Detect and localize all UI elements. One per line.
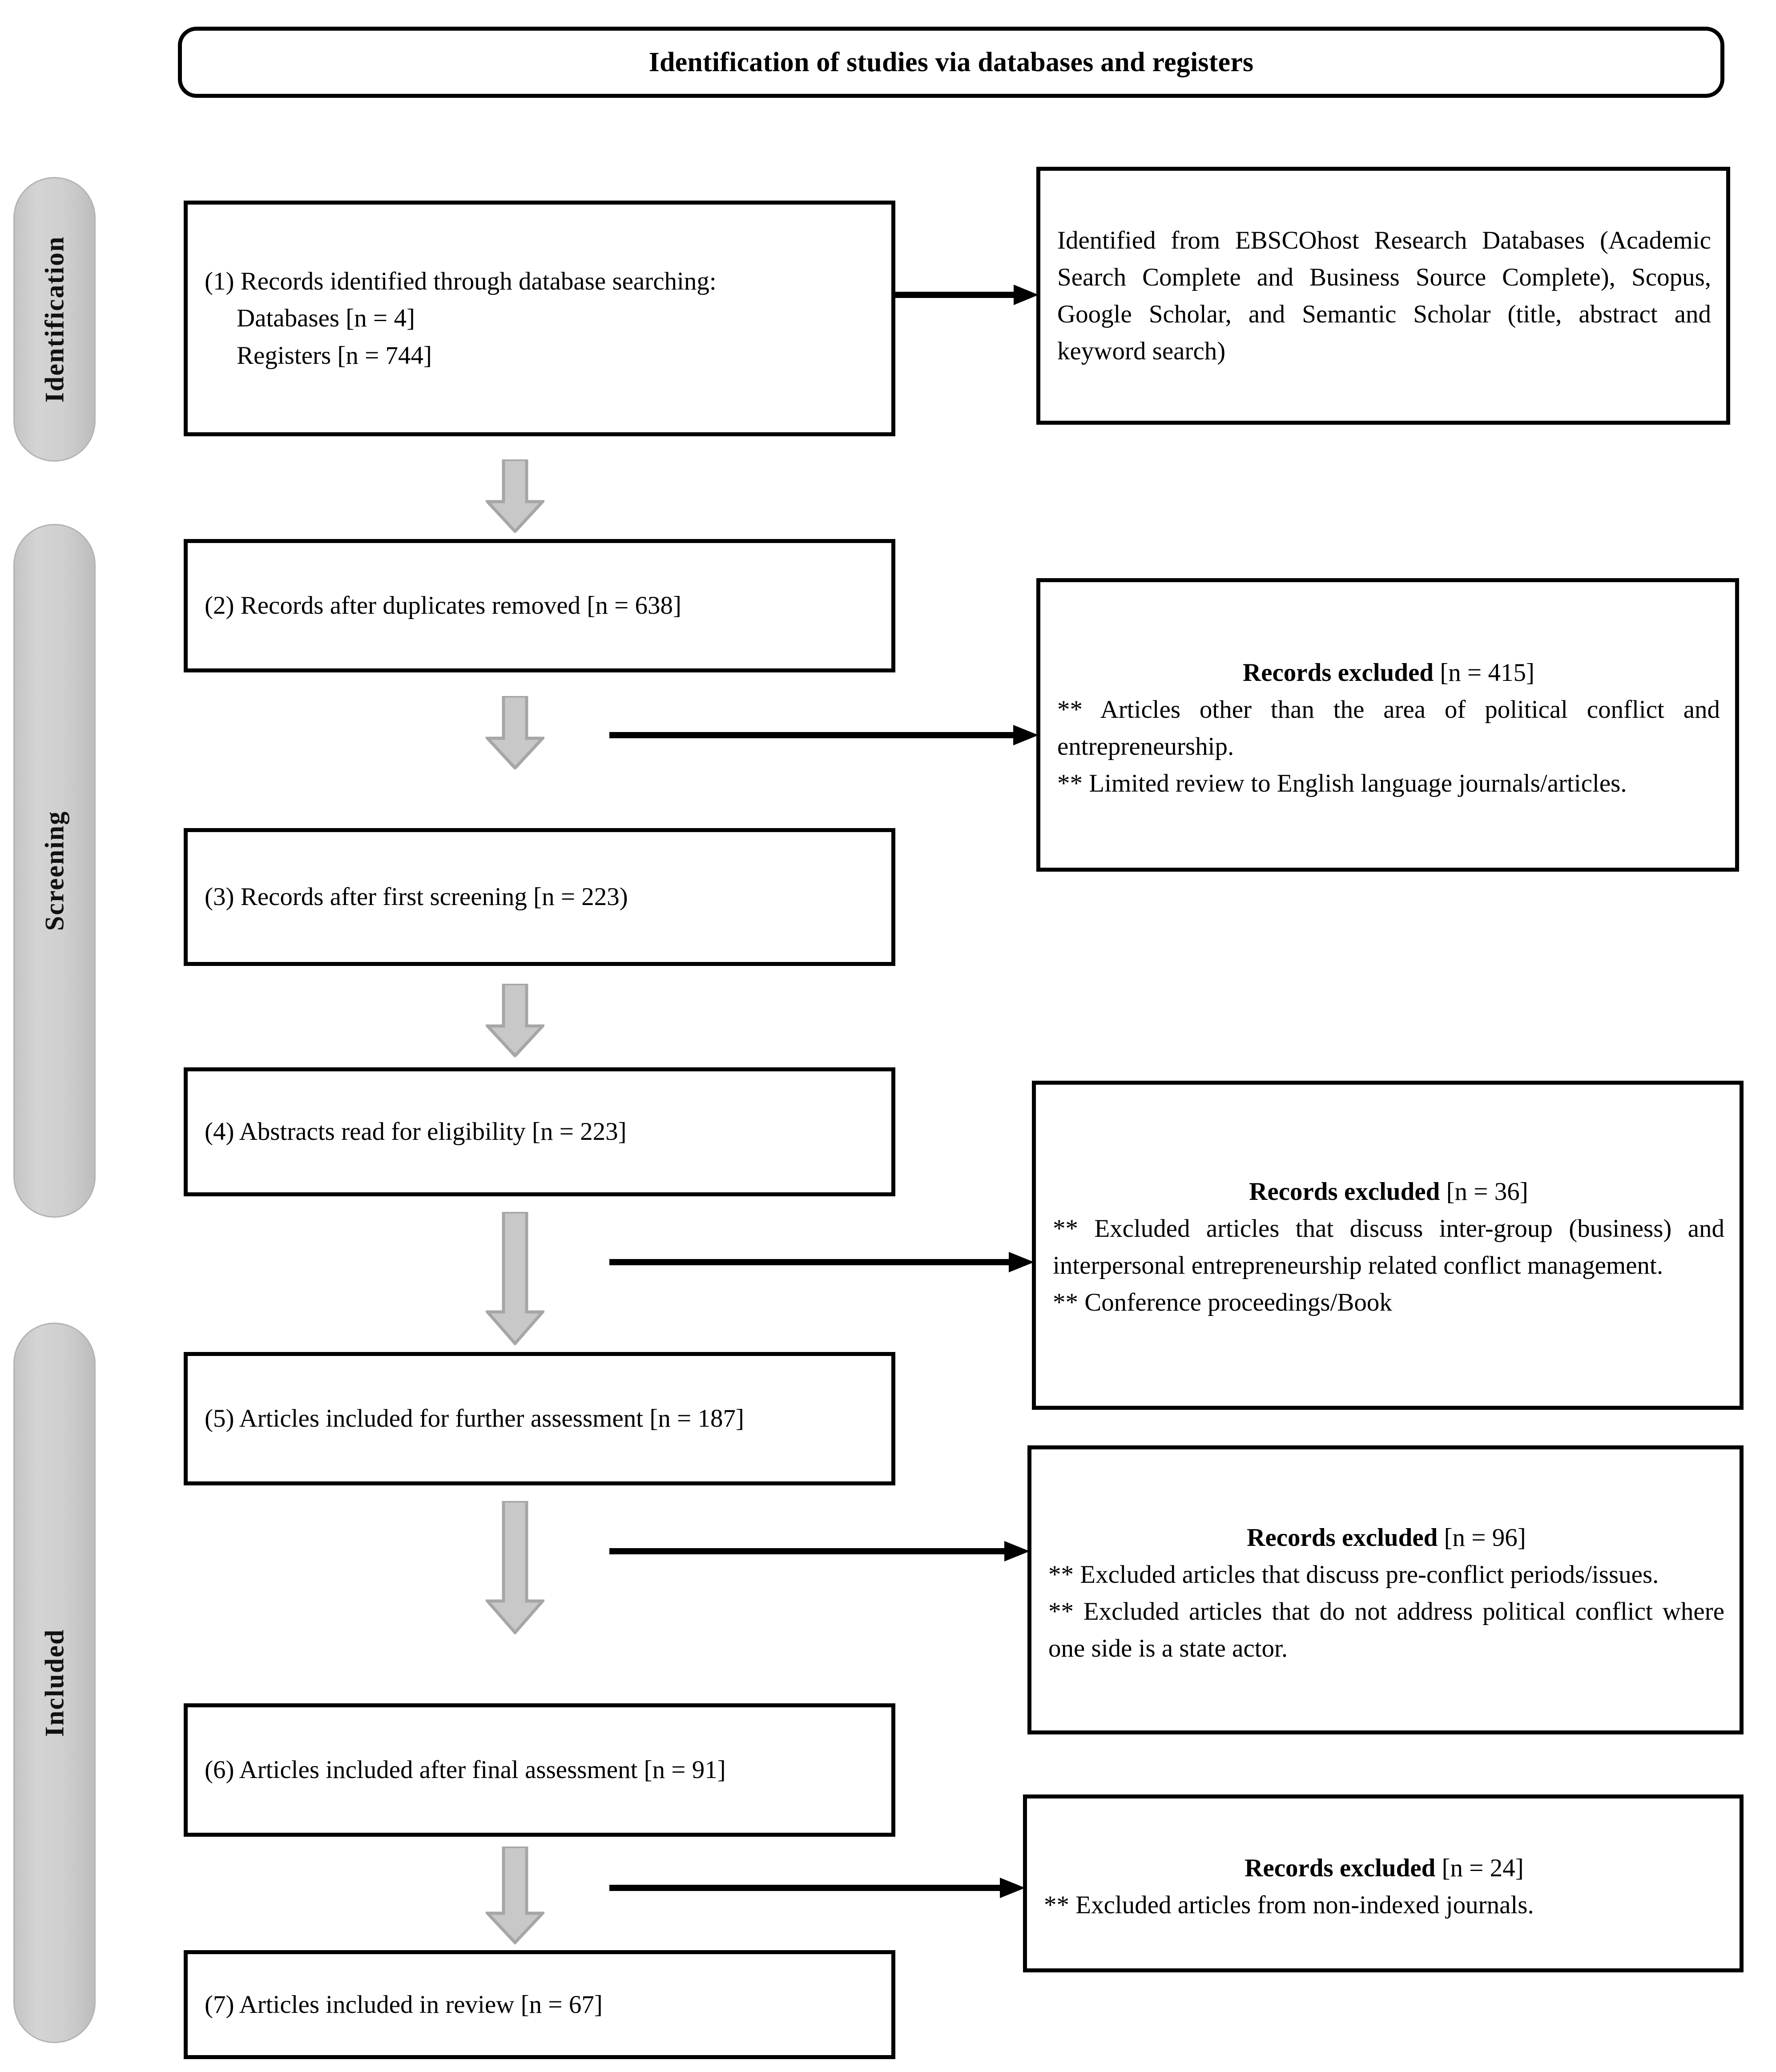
stage-label-included: Included	[40, 1629, 69, 1737]
arrow-down-box1-to-box2	[486, 459, 544, 533]
arrow-down-box4-to-box5	[486, 1212, 544, 1345]
box-articles-included-in-review: (7) Articles included in review [n = 67]	[184, 1950, 895, 2059]
arrow-down-box6-to-box7	[486, 1847, 544, 1944]
box-identified-sources: Identified from EBSCOhost Research Datab…	[1036, 167, 1730, 425]
arrow-box4-to-excluded-36	[609, 1252, 1034, 1272]
box-articles-final-assessment: (6) Articles included after final assess…	[184, 1703, 895, 1837]
arrow-down-box3-to-box4	[486, 984, 544, 1057]
box5-text: (5) Articles included for further assess…	[205, 1404, 744, 1433]
box4-text: (4) Abstracts read for eligibility [n = …	[205, 1118, 627, 1146]
excluded3-heading-bold: Records excluded	[1247, 1523, 1438, 1552]
box-articles-further-assessment: (5) Articles included for further assess…	[184, 1352, 895, 1485]
excluded3-bullet-2: ** Excluded articles that do not address…	[1048, 1597, 1724, 1663]
box-records-excluded-36: Records excluded [n = 36] ** Excluded ar…	[1032, 1081, 1744, 1410]
diagram-header-banner: Identification of studies via databases …	[178, 27, 1724, 98]
box7-text: (7) Articles included in review [n = 67]	[205, 1990, 603, 2019]
box2-text: (2) Records after duplicates removed [n …	[205, 591, 682, 620]
stage-pill-identification: Identification	[13, 177, 96, 462]
excluded3-bullet-1: ** Excluded articles that discuss pre-co…	[1048, 1560, 1659, 1589]
arrow-box5-to-excluded-96	[609, 1541, 1030, 1561]
excluded2-heading-bold: Records excluded	[1249, 1177, 1440, 1206]
excluded2-heading: Records excluded [n = 36]	[1053, 1173, 1724, 1210]
box6-text: (6) Articles included after final assess…	[205, 1756, 726, 1784]
excluded2-bullet-1: ** Excluded articles that discuss inter-…	[1053, 1214, 1724, 1279]
box1-detail-text: Identified from EBSCOhost Research Datab…	[1057, 226, 1711, 366]
arrow-down-box2-to-box3	[486, 696, 544, 769]
excluded1-bullet-1: ** Articles other than the area of polit…	[1057, 695, 1720, 760]
stage-pill-screening: Screening	[13, 524, 96, 1218]
arrow-box1-to-sources	[895, 285, 1039, 305]
box3-text: (3) Records after first screening [n = 2…	[205, 883, 628, 911]
excluded3-heading: Records excluded [n = 96]	[1048, 1519, 1724, 1556]
excluded1-bullet-2: ** Limited review to English language jo…	[1057, 769, 1627, 798]
stage-pill-included: Included	[13, 1323, 96, 2043]
excluded4-heading-count: [n = 24]	[1442, 1854, 1524, 1882]
excluded2-heading-count: [n = 36]	[1446, 1177, 1528, 1206]
excluded4-heading: Records excluded [n = 24]	[1044, 1850, 1724, 1887]
box-records-after-duplicates: (2) Records after duplicates removed [n …	[184, 539, 895, 672]
box-records-after-first-screening: (3) Records after first screening [n = 2…	[184, 828, 895, 966]
excluded3-heading-count: [n = 96]	[1444, 1523, 1526, 1552]
stage-label-identification: Identification	[40, 236, 69, 403]
excluded1-heading-bold: Records excluded	[1243, 658, 1434, 687]
page-title: Identification of studies via databases …	[648, 47, 1254, 77]
box-abstracts-read: (4) Abstracts read for eligibility [n = …	[184, 1067, 895, 1196]
box1-line-databases: Databases [n = 4]	[237, 304, 415, 333]
excluded1-heading: Records excluded [n = 415]	[1057, 654, 1720, 691]
excluded4-bullet-1: ** Excluded articles from non-indexed jo…	[1044, 1891, 1534, 1919]
box-records-excluded-96: Records excluded [n = 96] ** Excluded ar…	[1027, 1445, 1744, 1734]
box1-line-1: (1) Records identified through database …	[205, 267, 717, 296]
excluded1-heading-count: [n = 415]	[1440, 658, 1534, 687]
arrow-down-box5-to-box6	[486, 1501, 544, 1634]
box-records-identified: (1) Records identified through database …	[184, 201, 895, 436]
box-records-excluded-24: Records excluded [n = 24] ** Excluded ar…	[1023, 1794, 1744, 1972]
excluded4-heading-bold: Records excluded	[1244, 1854, 1436, 1882]
box1-line-registers: Registers [n = 744]	[237, 341, 432, 370]
arrow-box6-to-excluded-24	[609, 1878, 1025, 1898]
stage-label-screening: Screening	[40, 810, 69, 931]
box-records-excluded-415: Records excluded [n = 415] ** Articles o…	[1036, 578, 1739, 872]
arrow-box2-to-excluded-415	[609, 725, 1039, 745]
excluded2-bullet-2: ** Conference proceedings/Book	[1053, 1288, 1392, 1317]
